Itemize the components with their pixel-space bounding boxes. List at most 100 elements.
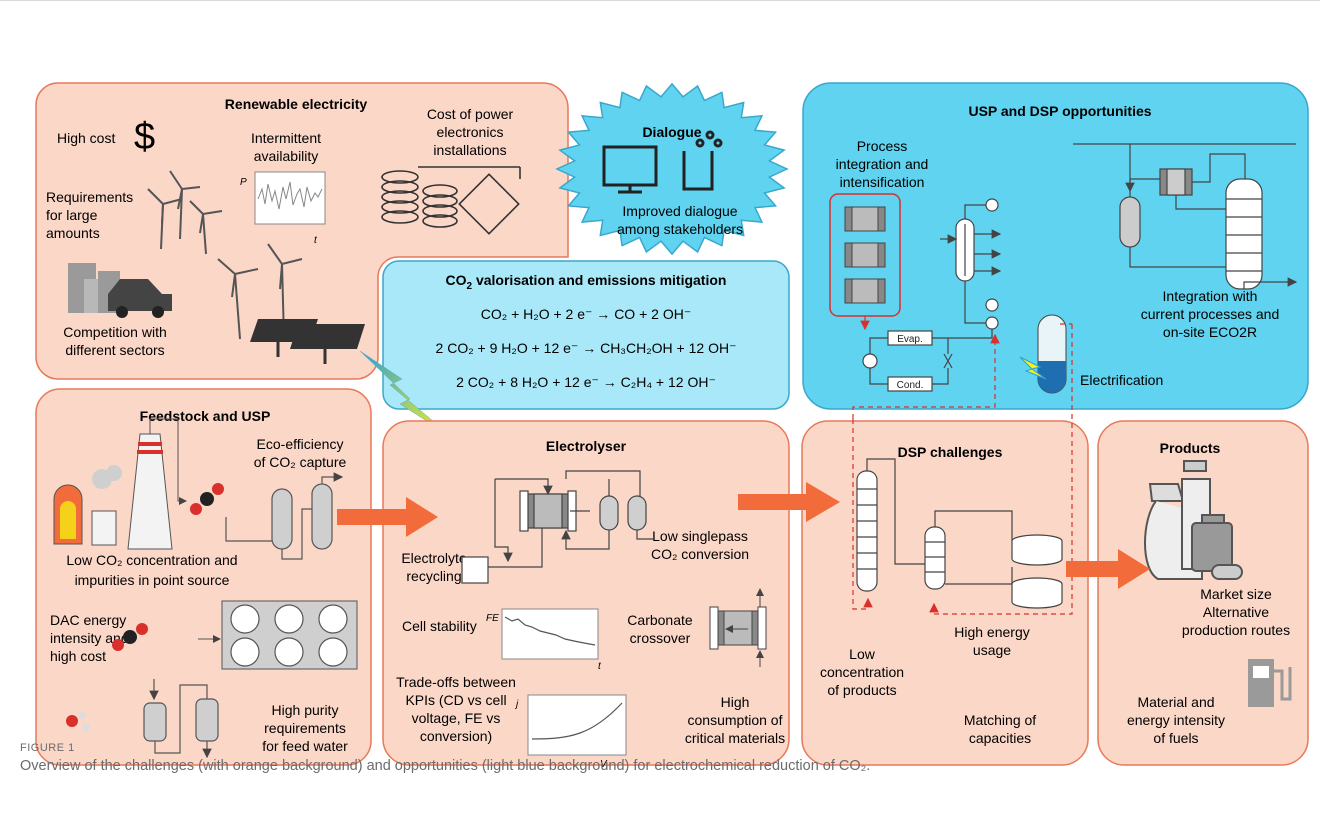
dialogue-text-2: among stakeholders bbox=[617, 221, 743, 237]
eco-label-2: of CO₂ capture bbox=[254, 454, 347, 470]
caption-text: Overview of the challenges (with orange … bbox=[20, 758, 871, 774]
carbonate-label-2: crossover bbox=[630, 630, 691, 646]
renewable-electricity-panel: Renewable electricity High cost $ Interm… bbox=[35, 82, 569, 380]
dialogue-panel: Dialogue Improved dialogue among stakeho… bbox=[555, 82, 789, 256]
purity-label-3: for feed water bbox=[262, 738, 348, 754]
competition-label-2: different sectors bbox=[65, 342, 164, 358]
market-label-2: Alternative bbox=[1203, 604, 1269, 620]
intermittent-label-1: Intermittent bbox=[251, 130, 321, 146]
integration-schematic bbox=[1073, 143, 1298, 290]
electrification-label: Electrification bbox=[1080, 372, 1163, 388]
low-conc-label-2: concentration bbox=[820, 664, 904, 680]
critical-label-1: High bbox=[721, 694, 750, 710]
process-label-1: Process bbox=[857, 138, 908, 154]
carbonate-label-1: Carbonate bbox=[627, 612, 693, 628]
process-label-2: integration and bbox=[836, 156, 929, 172]
dac-label-1: DAC energy bbox=[50, 612, 126, 628]
purity-label-2: requirements bbox=[264, 720, 346, 736]
electrolyser-schematic bbox=[461, 470, 655, 584]
heat-integration-schematic: Evap. Cond. bbox=[862, 198, 1002, 392]
critical-label-3: critical materials bbox=[685, 730, 785, 746]
market-label-1: Market size bbox=[1200, 586, 1272, 602]
tradeoffs-label-1: Trade-offs between bbox=[396, 674, 516, 690]
usp-dsp-opportunities-panel: USP and DSP opportunities Process integr… bbox=[802, 82, 1309, 410]
material-label-2: energy intensity bbox=[1127, 712, 1225, 728]
dashed-connectors bbox=[852, 316, 1073, 615]
top-rule bbox=[0, 0, 1320, 1]
equation-1: CO₂ + H₂O + 2 e⁻ → CO + 2 OH⁻ bbox=[481, 306, 691, 322]
electrolyser-panel: Electrolyser Electrolyte recycling Low s… bbox=[382, 420, 790, 770]
electrolyser-title: Electrolyser bbox=[546, 438, 627, 454]
power-electronics-icon bbox=[381, 166, 521, 235]
cond-label: Cond. bbox=[897, 380, 924, 391]
eco-label-1: Eco-efficiency bbox=[257, 436, 344, 452]
cost-power-label-3: installations bbox=[433, 142, 506, 158]
matching-label-1: Matching of bbox=[964, 712, 1036, 728]
intermittent-label-2: availability bbox=[254, 148, 319, 164]
consumer-products-icon bbox=[1144, 460, 1243, 580]
co2-title-pre: CO bbox=[446, 272, 467, 288]
high-energy-label-2: usage bbox=[973, 642, 1011, 658]
capture-columns-icon bbox=[225, 472, 344, 560]
cell-stability-plot: FE t bbox=[486, 608, 602, 672]
process-label-3: intensification bbox=[840, 174, 925, 190]
integration-label-1: Integration with bbox=[1163, 288, 1258, 304]
critical-label-2: consumption of bbox=[688, 712, 783, 728]
evap-label: Evap. bbox=[897, 334, 923, 345]
dac-fans-icon bbox=[198, 600, 358, 670]
water-purification-icon bbox=[143, 679, 219, 759]
dsp-title: DSP challenges bbox=[898, 444, 1003, 460]
low-co2-label-2: impurities in point source bbox=[75, 572, 230, 588]
tradeoffs-label-4: conversion) bbox=[420, 728, 492, 744]
matching-label-2: capacities bbox=[969, 730, 1031, 746]
market-label-3: production routes bbox=[1182, 622, 1290, 638]
low-conc-label-1: Low bbox=[849, 646, 876, 662]
flow-arrows bbox=[337, 482, 1150, 589]
factory-icon bbox=[53, 418, 187, 550]
co2-title-post: valorisation and emissions mitigation bbox=[472, 272, 726, 288]
dialogue-title: Dialogue bbox=[642, 124, 701, 140]
dac-label-3: high cost bbox=[50, 648, 106, 664]
city-car-icon bbox=[68, 263, 172, 318]
beaker-icon bbox=[682, 130, 723, 191]
carbonate-crossover-icon bbox=[709, 588, 767, 667]
requirements-label-1: Requirements bbox=[46, 189, 133, 205]
low-conc-label-3: of products bbox=[827, 682, 896, 698]
tradeoffs-label-2: KPIs (CD vs cell bbox=[405, 692, 506, 708]
dialogue-text-1: Improved dialogue bbox=[622, 203, 737, 219]
axis-t-label-2: t bbox=[598, 661, 602, 672]
equation-3: 2 CO₂ + 8 H₂O + 12 e⁻ → C₂H₄ + 12 OH⁻ bbox=[456, 374, 716, 390]
axis-t-label: t bbox=[314, 235, 318, 246]
axis-p-label: P bbox=[240, 177, 247, 188]
feedstock-usp-panel: Feedstock and USP Eco-efficiency of CO₂ … bbox=[35, 388, 372, 766]
stability-label: Cell stability bbox=[402, 618, 477, 634]
cost-power-label-1: Cost of power bbox=[427, 106, 514, 122]
usp-dsp-title: USP and DSP opportunities bbox=[968, 103, 1151, 119]
dac-label-2: intensity and bbox=[50, 630, 129, 646]
wind-turbine-icons bbox=[147, 170, 303, 340]
fuel-pump-icon bbox=[1248, 659, 1292, 707]
axis-fe-label: FE bbox=[486, 613, 499, 624]
high-energy-label-1: High energy bbox=[954, 624, 1030, 640]
stacked-reactor-icons bbox=[844, 206, 886, 304]
dsp-challenges-panel: DSP challenges Low concentration of prod… bbox=[801, 420, 1089, 766]
cost-power-label-2: electronics bbox=[437, 124, 504, 140]
monitor-icon bbox=[602, 145, 658, 194]
products-panel: Products Market size Alternative product… bbox=[1097, 420, 1309, 766]
electrification-icon bbox=[1019, 314, 1067, 394]
requirements-label-3: amounts bbox=[46, 225, 100, 241]
dsp-schematic bbox=[856, 458, 1063, 609]
co2-valorisation-panel: CO2 valorisation and emissions mitigatio… bbox=[382, 260, 790, 410]
solar-panel-icon bbox=[250, 319, 365, 364]
co2-title-sub: 2 bbox=[467, 281, 473, 292]
figure-caption: FIGURE 1 Overview of the challenges (wit… bbox=[20, 742, 1300, 774]
svg-text:CO2 valorisation and emissions: CO2 valorisation and emissions mitigatio… bbox=[446, 272, 727, 292]
intermittent-plot-icon: P t bbox=[240, 171, 326, 246]
requirements-label-2: for large bbox=[46, 207, 98, 223]
tradeoffs-label-3: voltage, FE vs bbox=[412, 710, 501, 726]
singlepass-label-1: Low singlepass bbox=[652, 528, 748, 544]
dollar-icon: $ bbox=[134, 116, 155, 158]
co2-molecule-icon bbox=[66, 483, 224, 731]
products-title: Products bbox=[1160, 440, 1221, 456]
